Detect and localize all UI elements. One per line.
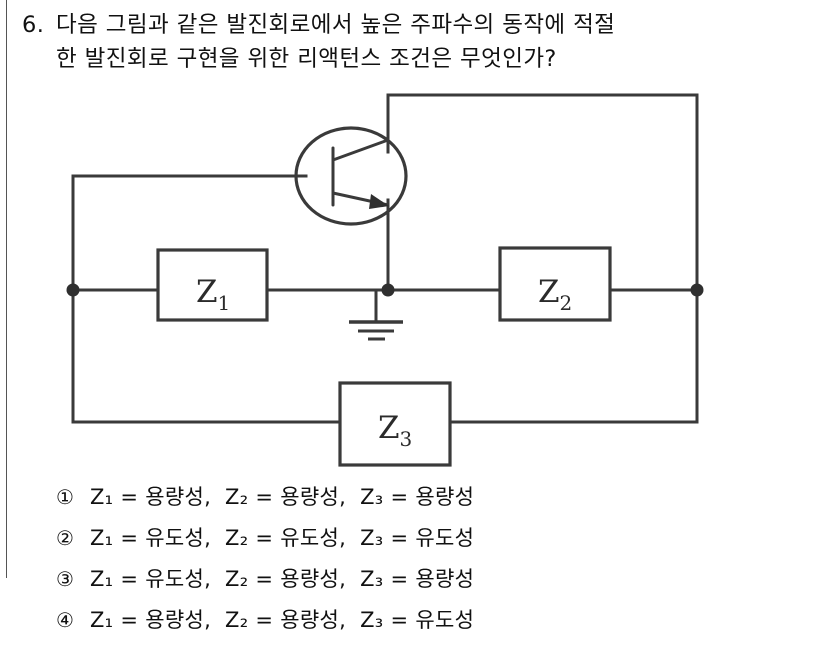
question-text-line-1: 다음 그림과 같은 발진회로에서 높은 주파수의 동작에 적절 bbox=[56, 12, 616, 38]
option-2-marker: ② bbox=[56, 526, 75, 550]
impedance-label-z1: Z1 bbox=[196, 274, 230, 315]
answer-option-4[interactable]: ④ Z₁ = 용량성, Z₂ = 용량성, Z₃ = 유도성 bbox=[56, 609, 796, 650]
junction-node-left bbox=[66, 283, 80, 297]
impedance-label-z3: Z3 bbox=[378, 410, 412, 451]
question-number: 6. bbox=[22, 12, 45, 38]
option-1-text: Z₁ = 용량성, Z₂ = 용량성, Z₃ = 용량성 bbox=[90, 485, 475, 509]
z3-sub: 3 bbox=[400, 427, 413, 451]
question-line-1: 6. 다음 그림과 같은 발진회로에서 높은 주파수의 동작에 적절 bbox=[22, 8, 812, 42]
option-2-text: Z₁ = 유도성, Z₂ = 유도성, Z₃ = 유도성 bbox=[90, 526, 475, 550]
z2-sub: 2 bbox=[560, 291, 573, 315]
answer-option-3[interactable]: ③ Z₁ = 유도성, Z₂ = 용량성, Z₃ = 용량성 bbox=[56, 568, 796, 609]
option-3-marker: ③ bbox=[56, 567, 75, 591]
question-block: 6. 다음 그림과 같은 발진회로에서 높은 주파수의 동작에 적절 한 발진회… bbox=[22, 8, 812, 76]
npn-transistor-symbol bbox=[294, 93, 408, 226]
page-edge-line bbox=[6, 0, 7, 578]
answer-options-list: ① Z₁ = 용량성, Z₂ = 용량성, Z₃ = 용량성 ② Z₁ = 유도… bbox=[56, 486, 796, 650]
impedance-box-z3: Z3 bbox=[338, 381, 452, 467]
top-feedback-wire bbox=[386, 93, 699, 154]
option-3-text: Z₁ = 유도성, Z₂ = 용량성, Z₃ = 용량성 bbox=[90, 567, 475, 591]
z1-base: Z bbox=[196, 274, 218, 310]
answer-option-2[interactable]: ② Z₁ = 유도성, Z₂ = 유도성, Z₃ = 유도성 bbox=[56, 527, 796, 568]
transistor-collector-lead bbox=[331, 138, 390, 162]
z3-base: Z bbox=[378, 410, 400, 446]
transistor-emitter-arrow-icon bbox=[369, 194, 389, 209]
ground-symbol-icon bbox=[349, 288, 403, 341]
question-text-line-2: 한 발진회로 구현을 위한 리액턴스 조건은 무엇인가? bbox=[56, 46, 557, 72]
z2-base: Z bbox=[538, 274, 560, 310]
impedance-box-z1: Z1 bbox=[156, 248, 269, 322]
impedance-label-z2: Z2 bbox=[538, 274, 572, 315]
answer-option-1[interactable]: ① Z₁ = 용량성, Z₂ = 용량성, Z₃ = 용량성 bbox=[56, 486, 796, 527]
impedance-box-z2: Z2 bbox=[498, 246, 612, 322]
z1-sub: 1 bbox=[218, 291, 231, 315]
question-line-2: 한 발진회로 구현을 위한 리액턴스 조건은 무엇인가? bbox=[22, 42, 812, 76]
junction-node-right bbox=[690, 283, 704, 297]
option-4-marker: ④ bbox=[56, 608, 75, 632]
junction-node-center bbox=[381, 283, 395, 297]
option-1-marker: ① bbox=[56, 485, 75, 509]
option-4-text: Z₁ = 용량성, Z₂ = 용량성, Z₃ = 유도성 bbox=[90, 608, 475, 632]
transistor-emitter-lead bbox=[331, 191, 390, 207]
transistor-envelope-circle bbox=[294, 126, 408, 226]
